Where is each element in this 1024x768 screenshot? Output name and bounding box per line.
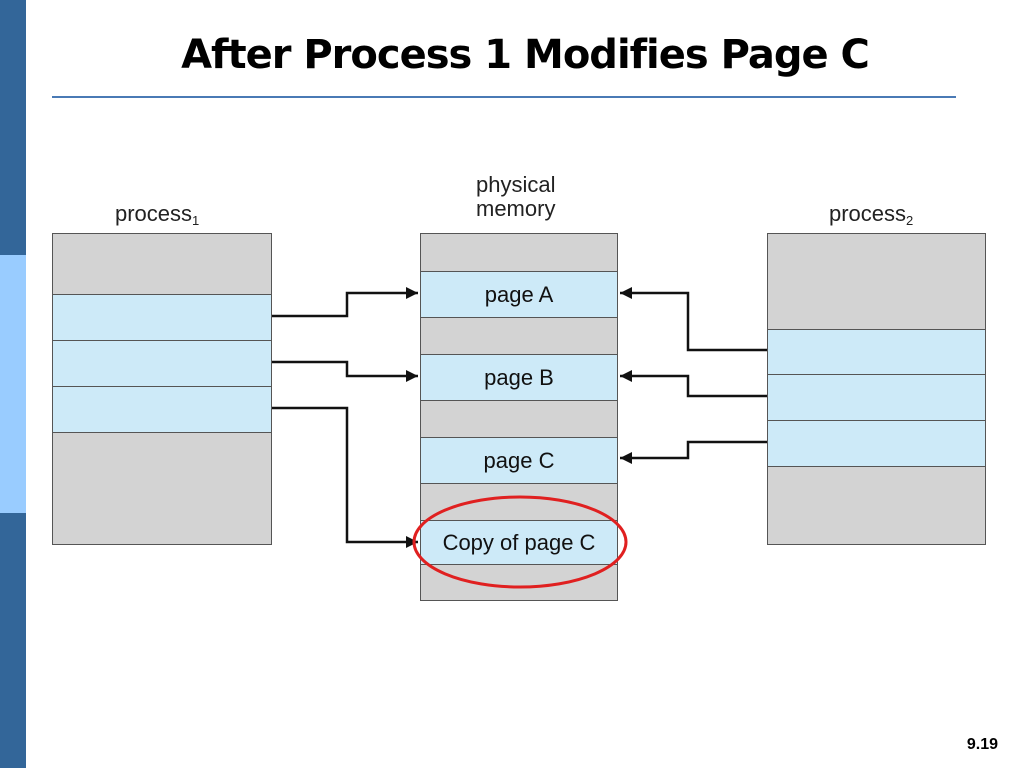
process1-address-space <box>52 233 272 545</box>
sidebar-accent <box>0 255 26 513</box>
physical-memory-label-line1: physical <box>476 172 556 197</box>
process2-page-entry-3 <box>768 420 985 466</box>
process1-page-entry-1 <box>53 294 271 340</box>
process1-free-region <box>53 234 271 294</box>
process2-free-region <box>768 234 985 329</box>
p2-to-page-b-arrow <box>620 370 767 398</box>
slide-number: 9.19 <box>966 736 998 753</box>
p2-to-page-c-arrow <box>620 440 767 464</box>
memory-free-frame <box>421 234 617 271</box>
copy-page-c-label: Copy of page C <box>442 530 596 555</box>
process1-label: process1 <box>115 201 200 228</box>
p1-to-copy-page-c-arrow <box>272 406 418 548</box>
copy-highlight-ellipse <box>412 495 628 589</box>
p2-to-page-a-arrow <box>620 287 767 352</box>
title-divider <box>52 96 956 98</box>
slide-title: After Process 1 Modifies Page C <box>181 32 870 78</box>
physical-memory-column: page A page B page C Copy of page C <box>420 233 618 601</box>
memory-free-frame <box>421 317 617 354</box>
memory-free-frame <box>421 564 617 600</box>
process2-label: process2 <box>829 201 914 228</box>
process1-page-entry-3 <box>53 386 271 432</box>
process1-page-entry-2 <box>53 340 271 386</box>
p1-to-page-b-arrow <box>272 360 418 382</box>
memory-page-b: page B <box>421 354 617 400</box>
page-b-label: page B <box>484 365 554 390</box>
process1-label-subscript: 1 <box>192 213 200 228</box>
physical-memory-label: physical memory <box>476 173 555 221</box>
process2-page-entry-1 <box>768 329 985 374</box>
process2-label-text: process <box>829 201 907 226</box>
memory-free-frame <box>421 400 617 437</box>
memory-free-frame <box>421 483 617 520</box>
p1-to-page-a-arrow <box>272 287 418 318</box>
memory-page-c: page C <box>421 437 617 483</box>
memory-copy-page-c: Copy of page C <box>421 520 617 564</box>
process2-page-entry-2 <box>768 374 985 420</box>
process2-free-region <box>768 466 985 544</box>
page-a-label: page A <box>484 282 554 307</box>
page-c-label: page C <box>483 448 555 473</box>
process1-label-text: process <box>115 201 193 226</box>
memory-page-a: page A <box>421 271 617 317</box>
process2-label-subscript: 2 <box>906 213 914 228</box>
physical-memory-label-line2: memory <box>476 196 556 221</box>
process1-free-region <box>53 432 271 544</box>
process2-address-space <box>767 233 986 545</box>
